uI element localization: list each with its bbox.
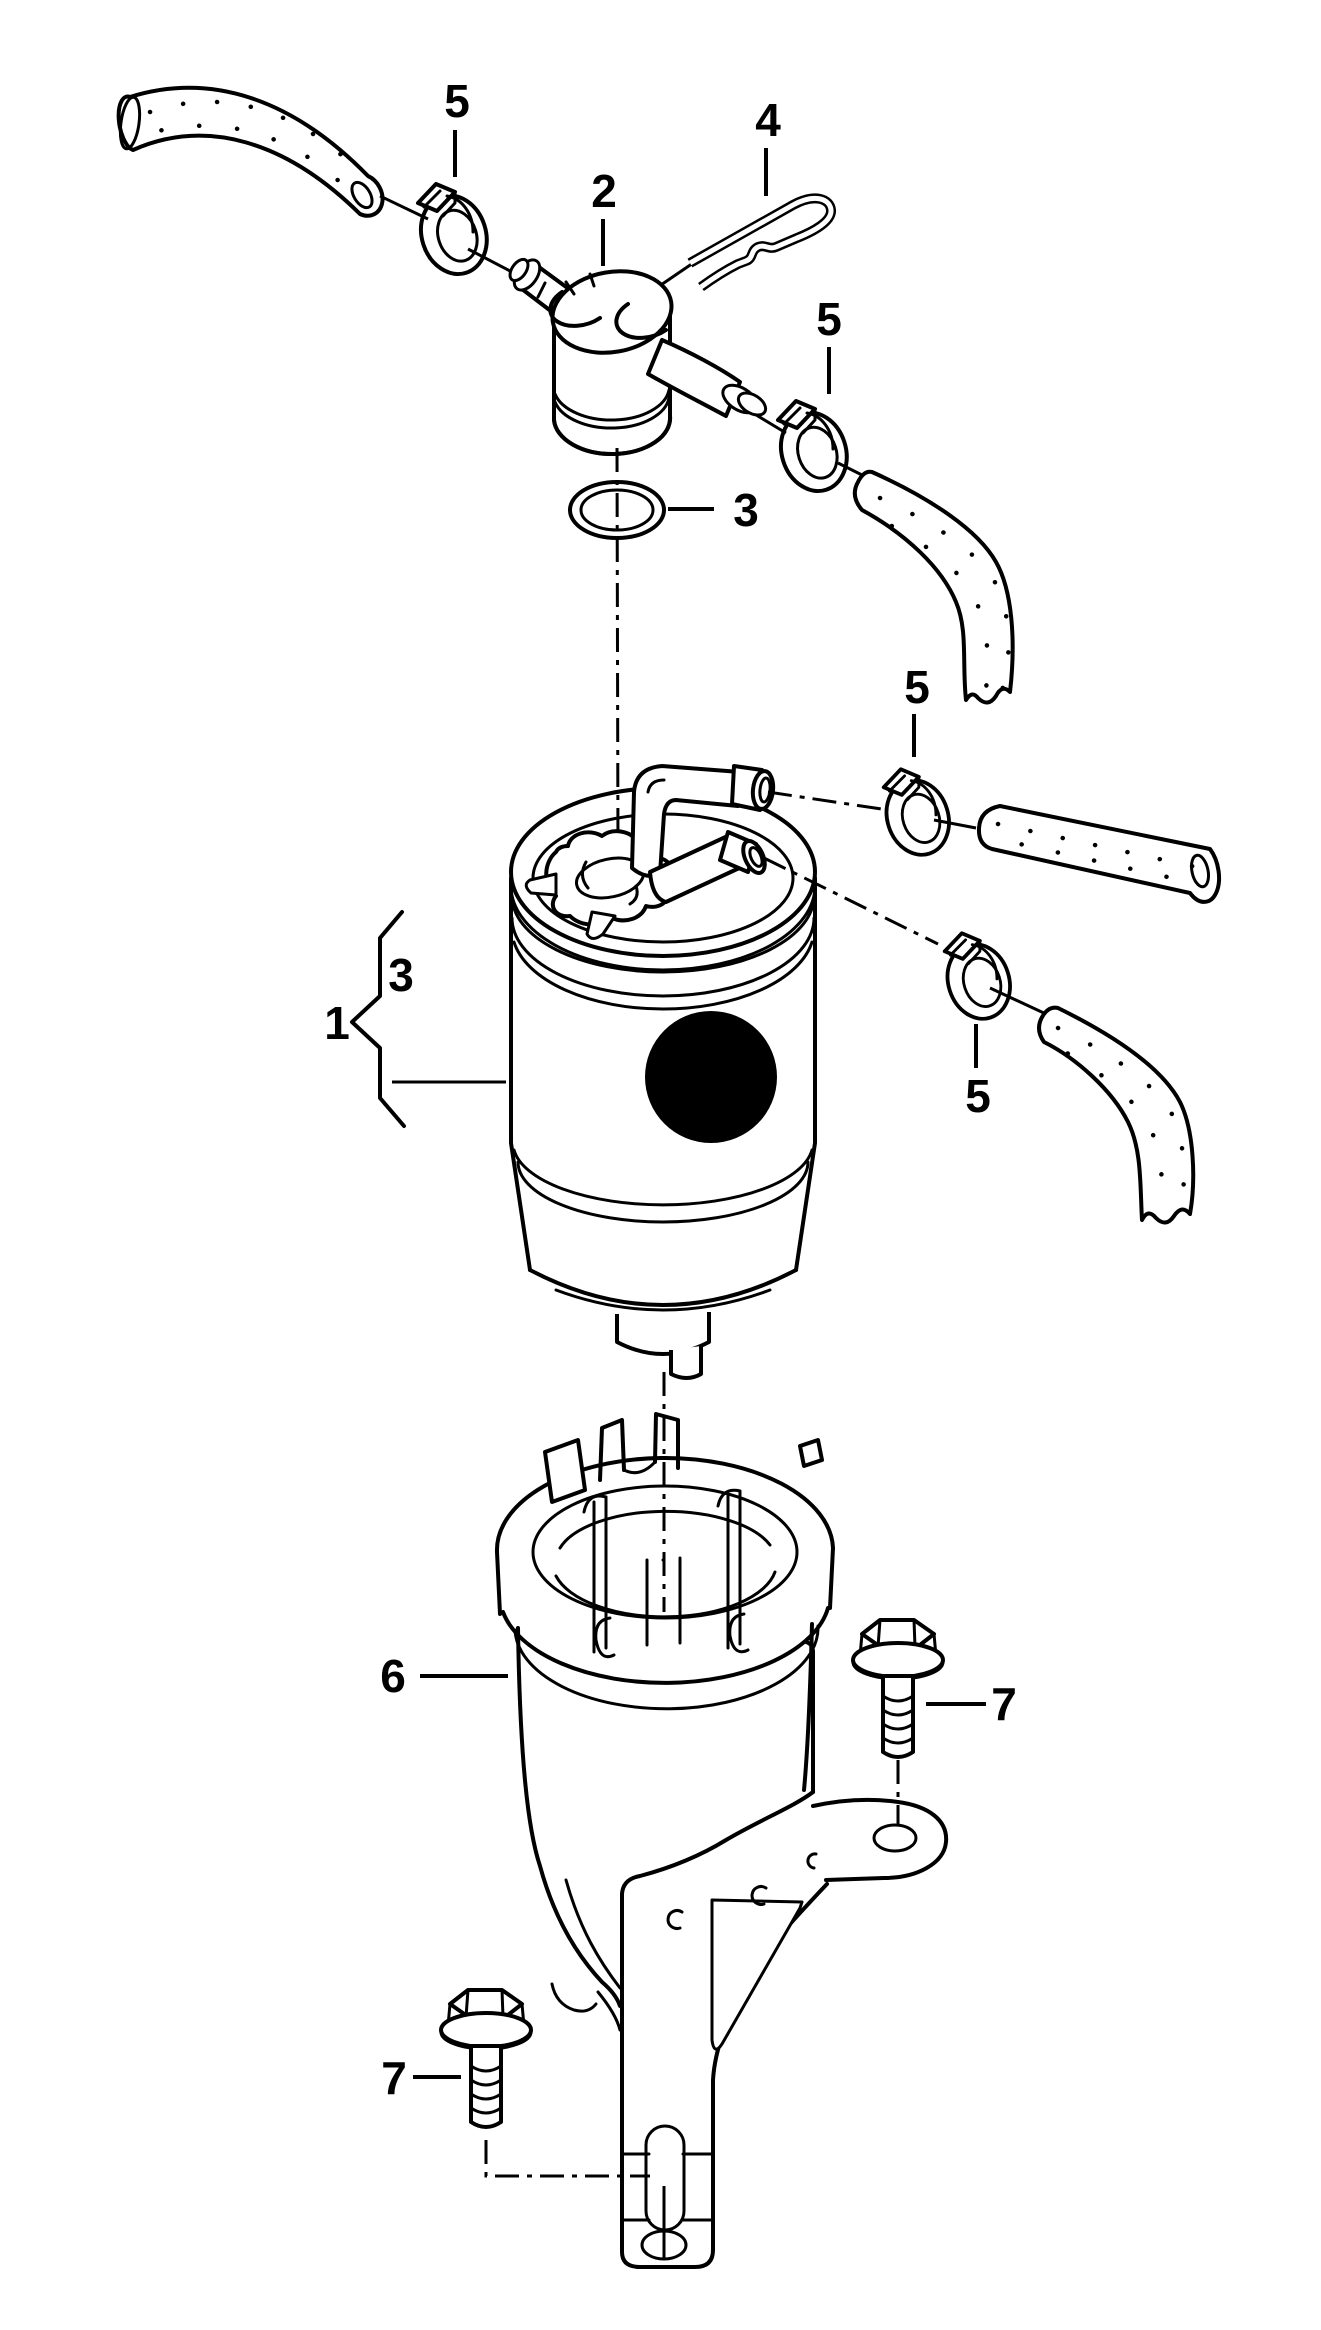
hose-clamp-4 [936,931,1022,1029]
hose-clamp-1 [409,182,499,285]
hose-clamp-2 [769,399,859,502]
lower-right-hose [1037,1005,1196,1225]
mid-right-hose [976,804,1222,904]
callout-clamp-mid-right: 5 [904,661,930,713]
callout-clamp-lower-right: 5 [965,1070,991,1122]
ear-bolt-hole [872,1823,918,1853]
hose-torn-end [118,95,142,151]
bolt-upper [851,1618,945,1759]
retaining-clip [687,193,836,292]
callout-clamp-upper-right: 5 [816,293,842,345]
callout-labels: 5 2 4 5 3 5 5 3 1 6 7 7 [324,75,1017,2104]
callout-bracket-housing: 6 [380,1650,406,1702]
callout-bolt-lower: 7 [381,2052,407,2104]
callout-clamp-top: 5 [444,75,470,127]
check-valve [508,257,768,457]
hose-open-end [350,180,374,210]
upper-right-hose [852,469,1015,705]
callout-check-valve: 2 [591,165,617,217]
top-left-hose [116,85,385,218]
filter-port-dot [645,1011,777,1143]
leader-clamp4-to-hose [989,986,1047,1016]
leader-clamp3-to-hose [933,818,977,830]
callout-fuel-filter: 1 [324,997,350,1049]
fuel-filter [509,764,817,1380]
callout-bolt-upper: 7 [991,1678,1017,1730]
leader-bolt-to-foot [484,2140,650,2178]
callout-seal-ring: 3 [733,484,759,536]
leader-clamp1-to-valve [467,247,513,274]
centerline-valve-to-filter [615,447,620,855]
leader-hose-to-clamp1 [379,194,429,221]
group-brace [350,910,506,1128]
callout-filter-with-seal: 3 [388,949,414,1001]
leader-pipe-to-clamp3 [767,790,889,812]
bolt-lower [439,1988,533,2129]
leader-pipe-to-clamp4 [763,856,939,946]
callout-retaining-clip: 4 [755,94,781,146]
hose-clamp-3 [875,767,961,865]
